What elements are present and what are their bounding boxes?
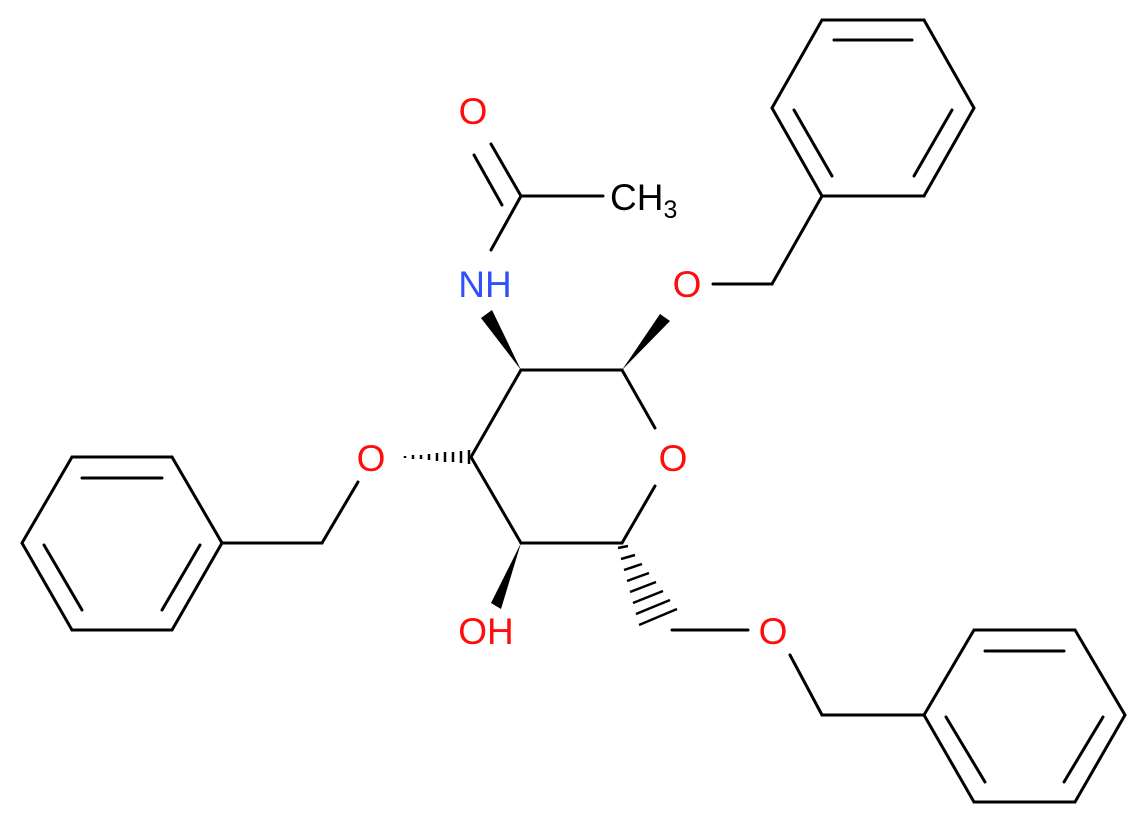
carbonyl-oxygen-label: O <box>459 91 488 132</box>
hash-c5-ch2 <box>617 544 678 627</box>
anomeric-oxygen-label: O <box>673 264 702 305</box>
hydroxyl-label: OH <box>458 611 514 652</box>
bond-ring-ch2-top <box>770 194 824 286</box>
wedge-c1-o <box>622 314 670 370</box>
ring-oxygen-label: O <box>659 438 688 479</box>
bond-o-ch2-bottom <box>788 653 824 717</box>
amide-nitrogen-label: NH <box>458 264 511 305</box>
benzyl-ring-top <box>770 18 976 198</box>
c3-oxygen-label: O <box>357 438 386 479</box>
methyl-label: CH3 <box>610 177 677 224</box>
benzyl-ring-left <box>20 455 224 632</box>
acetyl-group <box>472 142 605 252</box>
wedge-c4-oh <box>491 543 521 609</box>
benzyl-ring-bottom <box>922 628 1127 804</box>
wedge-c2-n <box>481 310 521 370</box>
methyl-ch: CH <box>610 177 663 218</box>
c6-oxygen-label: O <box>759 611 788 652</box>
hash-c3-o <box>403 450 471 464</box>
methyl-subscript: 3 <box>663 196 677 224</box>
bond-o-ch2-left <box>320 480 360 545</box>
pyranose-ring <box>469 368 657 545</box>
